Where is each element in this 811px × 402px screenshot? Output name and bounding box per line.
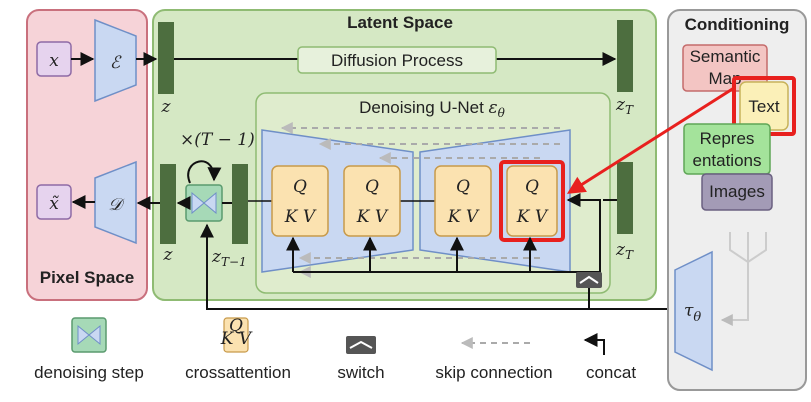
- input-x-label: x: [49, 51, 59, 71]
- legend-concat-icon: [583, 333, 605, 355]
- svg-text:K V: K V: [516, 207, 549, 227]
- attention-block: Q K V: [271, 165, 329, 237]
- latent-space-title: Latent Space: [347, 13, 453, 32]
- attention-block-highlighted: Q K V: [499, 160, 565, 242]
- z-t-minus-1-label: zT−1: [211, 247, 247, 269]
- svg-text:Q: Q: [525, 177, 539, 197]
- svg-text:Q: Q: [456, 177, 470, 197]
- output-x-tilde-label: x̃: [49, 194, 59, 214]
- repeat-loop-arrow: [187, 160, 222, 184]
- legend-switch: switch: [337, 336, 385, 382]
- legend-denoising-step: denoising step: [34, 317, 144, 382]
- legend-denoising-step-label: denoising step: [34, 363, 144, 382]
- svg-text:K V: K V: [284, 207, 317, 227]
- pixel-space-title: Pixel Space: [40, 268, 135, 287]
- tau-encoder-shape: [674, 250, 713, 372]
- switch-icon: [576, 272, 602, 288]
- diffusion-process-label: Diffusion Process: [331, 51, 463, 70]
- z-t-label-bottom: zT: [615, 240, 634, 262]
- encoder-label: ℰ: [110, 53, 122, 73]
- conditioning-title: Conditioning: [685, 15, 790, 34]
- highlight-arrow: [566, 86, 735, 194]
- z-label-top: z: [161, 97, 172, 117]
- images-label: Images: [709, 182, 765, 201]
- representations-label-1: Repres: [700, 129, 755, 148]
- z-t-block-top: [617, 20, 633, 92]
- svg-text:K V: K V: [447, 207, 480, 227]
- attention-block: Q K V: [343, 165, 401, 237]
- z-block-top: [158, 22, 174, 94]
- decoder-shape: [94, 160, 137, 245]
- conditioning-arrows: [286, 193, 601, 273]
- legend-switch-label: switch: [337, 363, 384, 382]
- legend-skip-connection: skip connection: [435, 337, 553, 382]
- decoder-label: 𝒟: [108, 195, 125, 215]
- diffusion-process-box: [297, 46, 497, 74]
- legend-switch-icon: [346, 336, 376, 354]
- z-t-minus-1-block: [232, 164, 248, 244]
- encoder-shape: [94, 18, 137, 103]
- semantic-map-label-1: Semantic: [690, 47, 761, 66]
- legend: denoising step Q K V crossattention swit…: [34, 316, 636, 382]
- conditioning-merge-lines: [720, 232, 767, 326]
- legend-crossattention: Q K V crossattention: [185, 316, 291, 382]
- unet-title: Denoising U-Net εθ: [359, 98, 506, 120]
- svg-text:Q: Q: [293, 177, 307, 197]
- attention-block: Q K V: [434, 165, 492, 237]
- z-t-label-top: zT: [615, 95, 634, 117]
- svg-text:K V: K V: [356, 207, 389, 227]
- svg-text:K V: K V: [220, 329, 253, 349]
- legend-concat-label: concat: [586, 363, 636, 382]
- tau-to-step-arrow: [200, 223, 668, 310]
- output-x-tilde-box: [36, 184, 72, 220]
- svg-text:Q: Q: [365, 177, 379, 197]
- svg-text:Q: Q: [229, 316, 243, 336]
- z-label-bottom: z: [163, 245, 174, 265]
- text-box-label: Text: [748, 97, 779, 116]
- tau-label: τθ: [684, 301, 701, 325]
- z-block-bottom: [160, 164, 176, 244]
- images-box: [701, 173, 773, 211]
- legend-concat: concat: [583, 333, 636, 382]
- legend-crossattention-icon: [223, 317, 249, 353]
- legend-skip-connection-label: skip connection: [435, 363, 552, 382]
- z-t-block-bottom: [617, 162, 633, 234]
- representations-label-2: entations: [693, 151, 762, 170]
- legend-crossattention-label: crossattention: [185, 363, 291, 382]
- repeat-label: ×(T − 1): [180, 130, 255, 150]
